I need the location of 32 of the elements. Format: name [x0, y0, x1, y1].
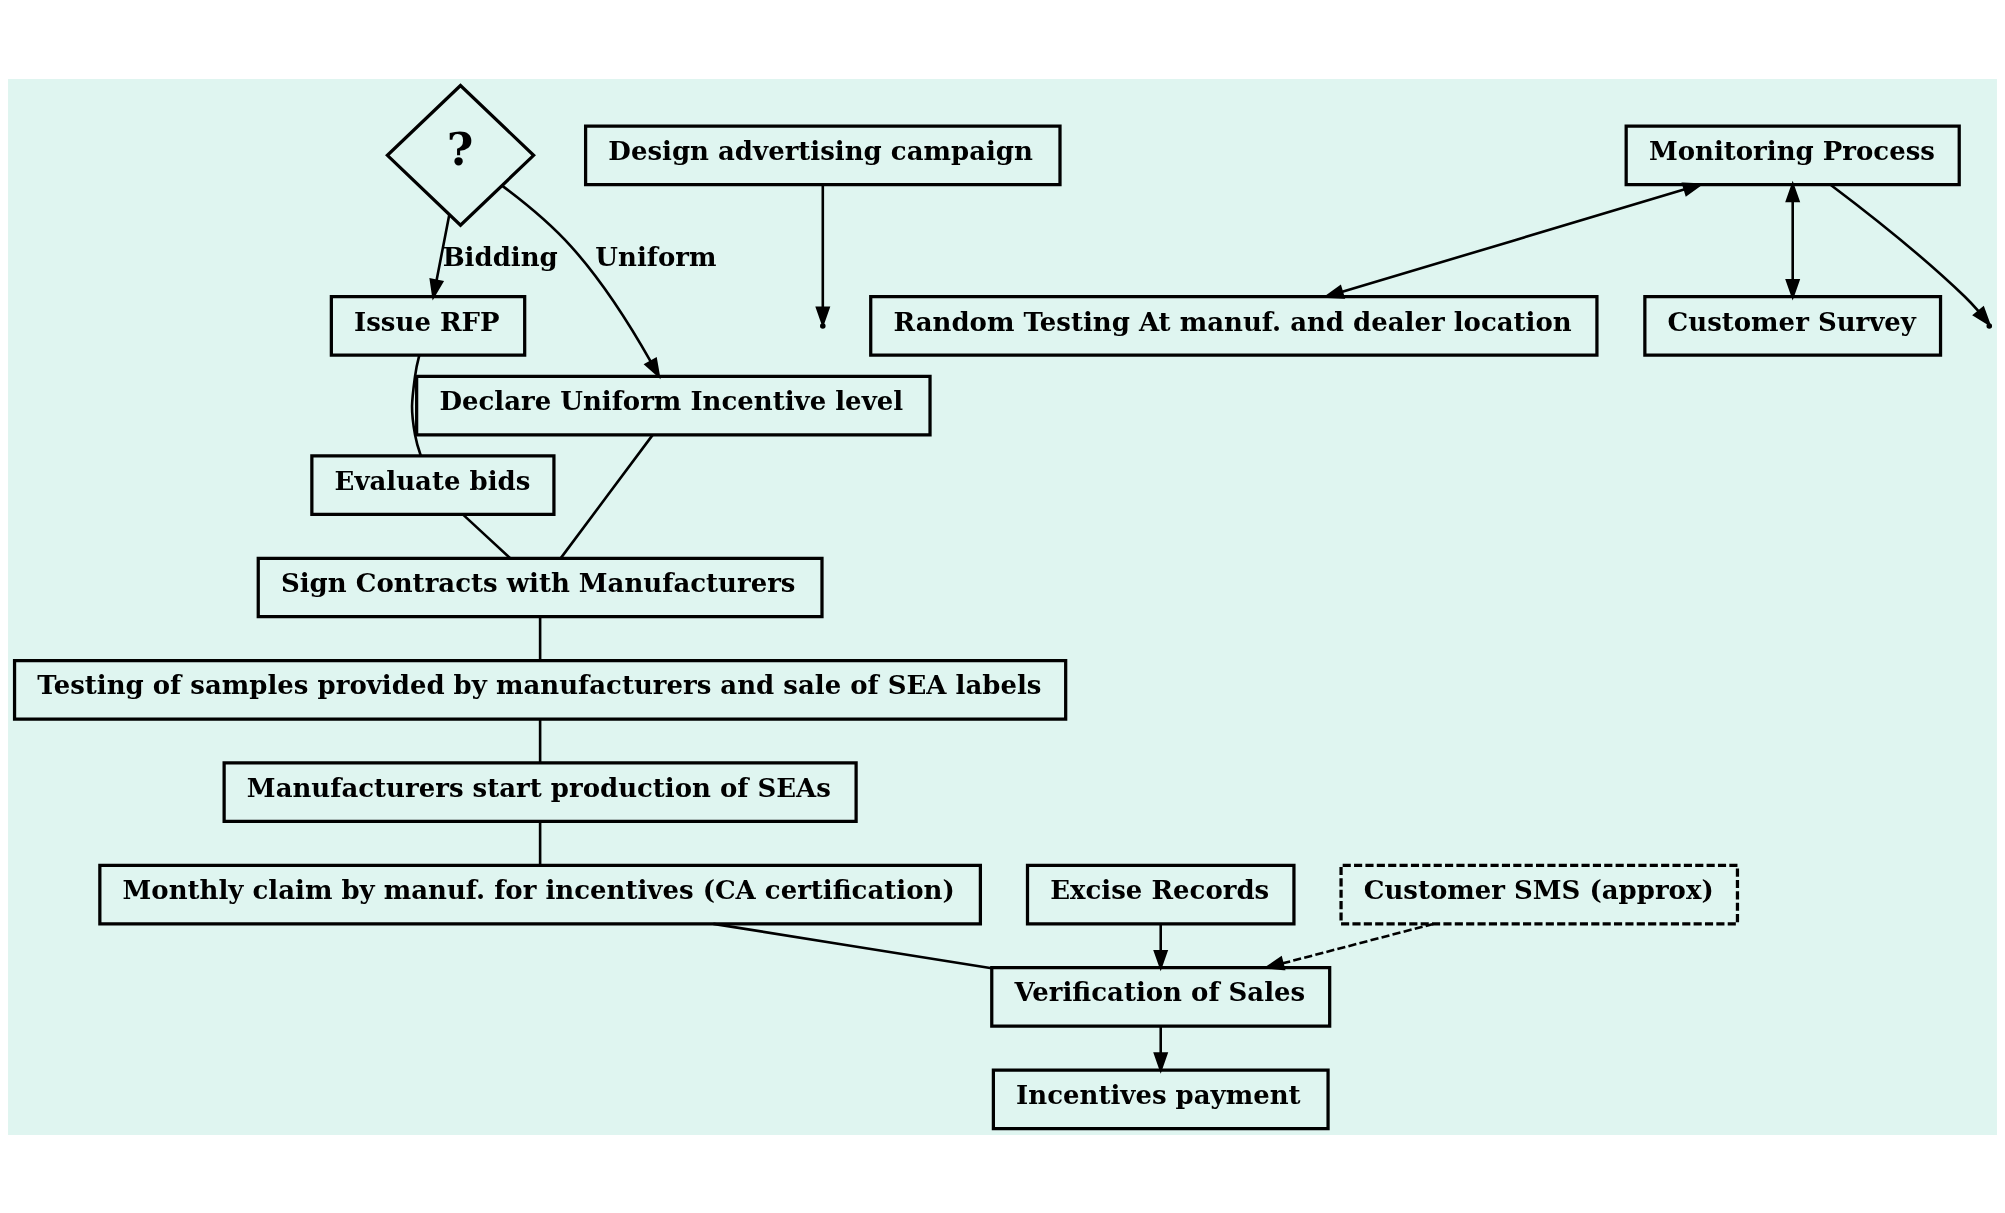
connector: [538, 821, 542, 865]
node-box: Evaluate bids: [310, 453, 556, 516]
arrow: [1785, 180, 1801, 301]
edge-label: Bidding: [442, 241, 558, 272]
node-diamond: ?: [385, 82, 536, 227]
node-box: Customer SMS (approx): [1339, 863, 1740, 925]
node-box: Sign Contracts with Manufacturers: [256, 556, 824, 618]
node-box: Customer Survey: [1643, 294, 1943, 357]
node-box: Testing of samples provided by manufacturers and sale of SEA labels: [12, 658, 1068, 721]
connector: [538, 616, 542, 660]
arrow: [429, 213, 451, 301]
node-box: Monitoring Process: [1624, 124, 1961, 186]
edge-label: Uniform: [595, 241, 717, 272]
node-box: Manufacturers start production of SEAs: [222, 760, 858, 823]
node-box: Verification of Sales: [990, 965, 1332, 1028]
node-box: Random Testing At manuf. and dealer location: [869, 294, 1599, 357]
arrow: [815, 184, 831, 328]
connector: [713, 922, 992, 970]
node-box: Issue RFP: [329, 294, 527, 357]
node-box: Incentives payment: [991, 1067, 1330, 1130]
node-box: Declare Uniform Incentive level: [415, 374, 932, 436]
arrow: [1153, 923, 1169, 971]
node-box: Excise Records: [1025, 863, 1296, 925]
node-box: Design advertising campaign: [584, 124, 1062, 186]
connector: [462, 513, 511, 559]
arrow: [1829, 183, 1992, 327]
connector: [410, 354, 422, 456]
arrow: [1153, 1026, 1169, 1074]
node-box: Monthly claim by manuf. for incentives (CA certification): [98, 863, 982, 925]
connector: [559, 433, 654, 559]
connector: [538, 719, 542, 763]
arrow: [501, 184, 661, 379]
